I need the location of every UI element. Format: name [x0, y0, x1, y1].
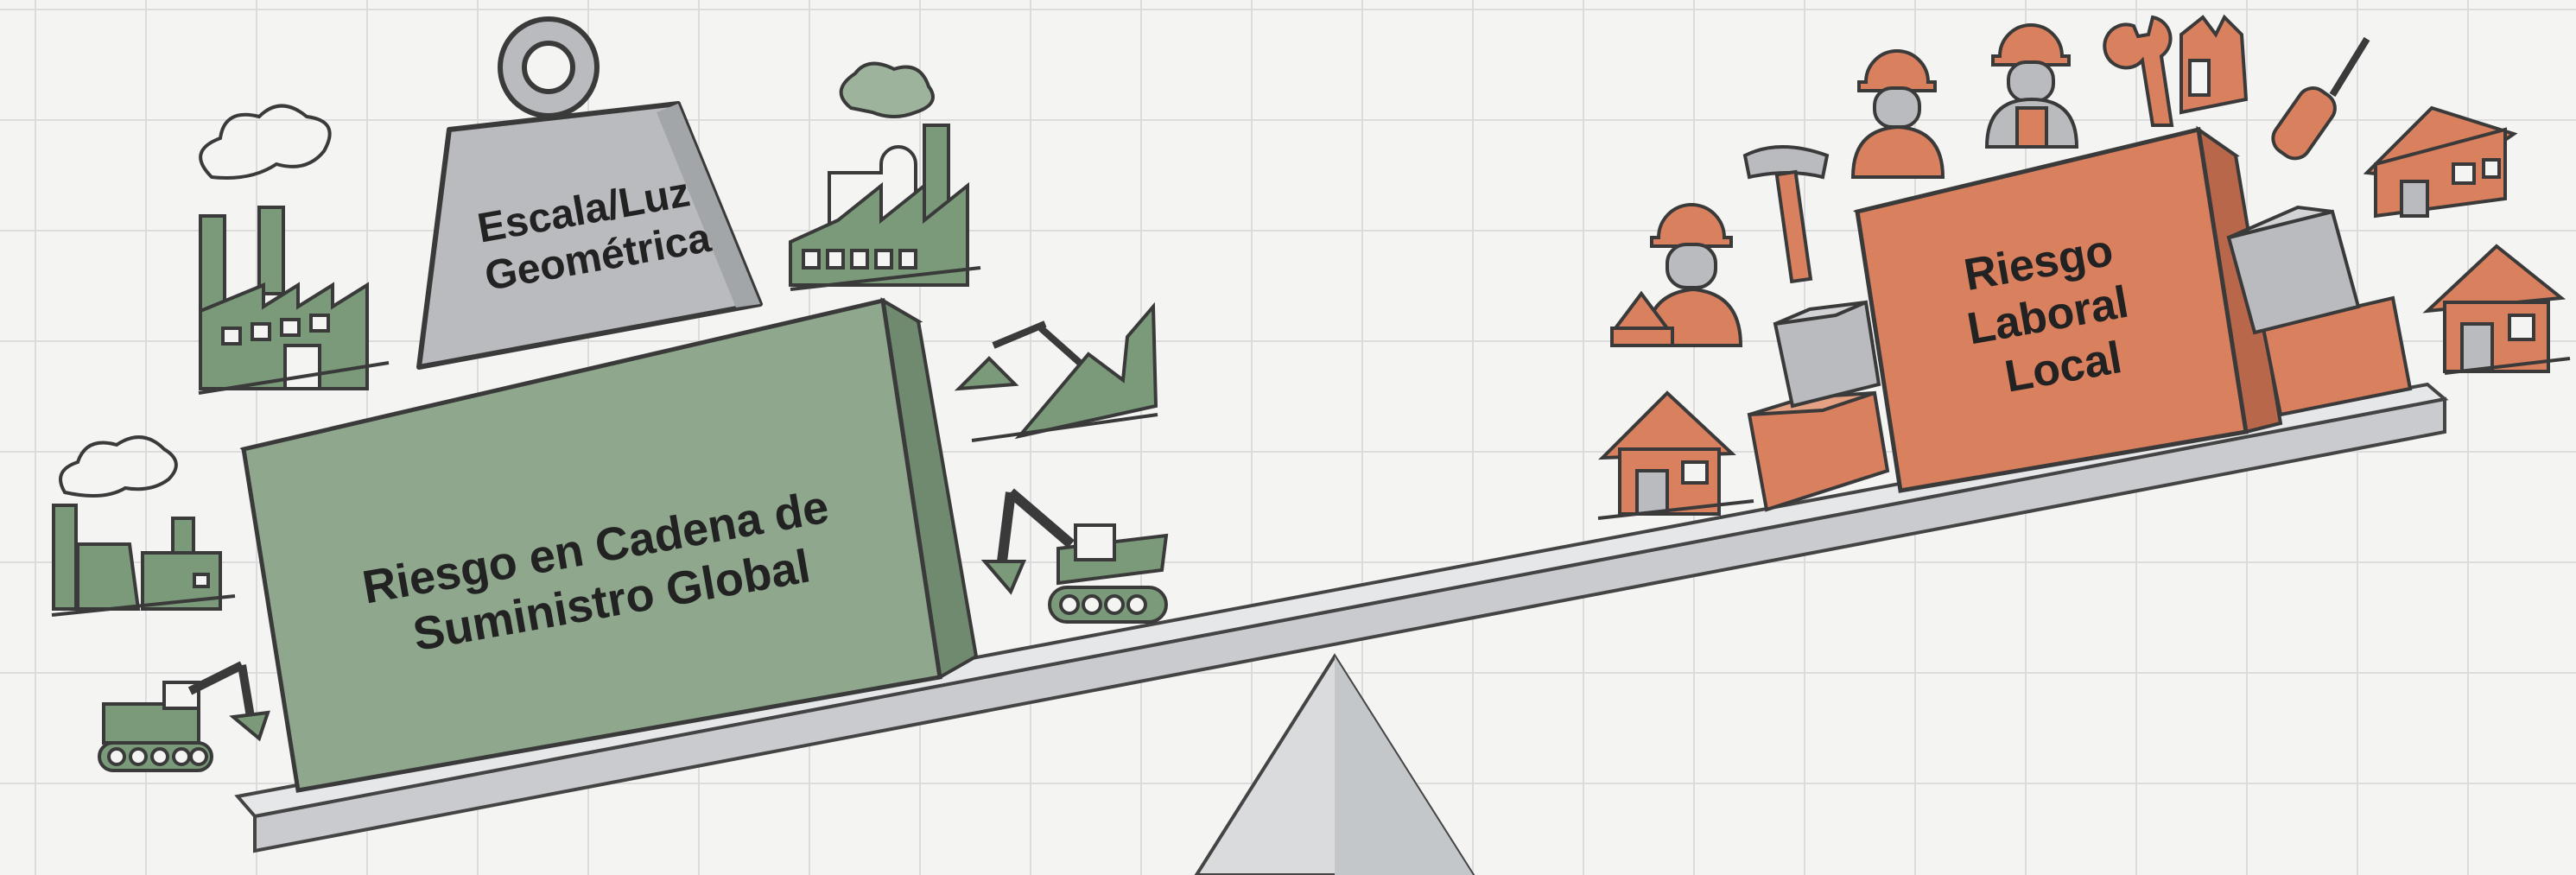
house-icon-2 — [2367, 108, 2514, 216]
screwdriver-icon — [2267, 39, 2367, 164]
small-excavator-icon — [99, 665, 268, 770]
industrial-plant-icon — [790, 64, 980, 289]
fulcrum — [1196, 656, 1473, 875]
house-icon-3 — [2427, 246, 2570, 373]
hammer-icon — [1745, 147, 1827, 282]
house-icon — [1598, 393, 1754, 518]
geometric-weight: Escala/Luz Geométrica — [419, 19, 760, 367]
mine-excavator-icon — [959, 307, 1158, 441]
worker-icon-2 — [1853, 51, 1943, 177]
factory-icon — [199, 106, 389, 394]
local-labor-block: Riesgo Laboral Local — [1857, 130, 2281, 491]
crate-icon — [1749, 302, 1888, 510]
worker-icon — [1612, 205, 1741, 346]
small-factory-icon — [52, 437, 235, 615]
worker-icon-3 — [1987, 25, 2077, 147]
wrench-icon — [2104, 17, 2172, 125]
small-building-icon — [2181, 17, 2246, 112]
excavator-icon — [985, 492, 1166, 622]
